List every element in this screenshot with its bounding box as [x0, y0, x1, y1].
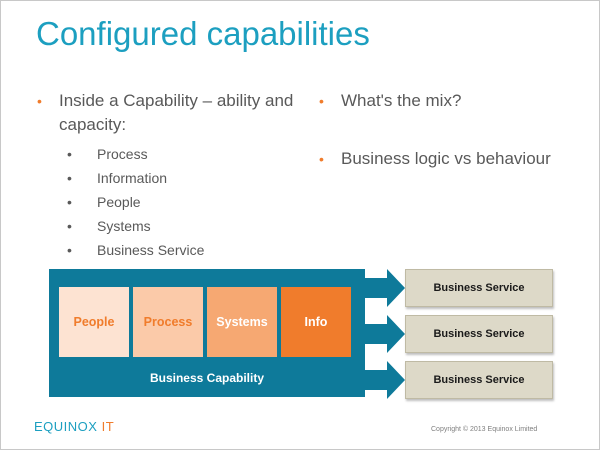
bullet-dot-icon: •	[37, 93, 42, 109]
people-tile: People	[59, 287, 129, 357]
sub-item: • Information	[34, 166, 294, 190]
bullet-item: • Business logic vs behaviour	[316, 147, 586, 171]
equinox-it-logo: EQUINOX IT	[34, 419, 114, 434]
business-service-box: Business Service	[405, 315, 553, 353]
sub-bullet-icon: •	[67, 146, 72, 162]
bullet-text: What's the mix?	[341, 91, 462, 110]
process-tile: Process	[133, 287, 203, 357]
right-column: • What's the mix? • Business logic vs be…	[316, 89, 586, 171]
sub-bullet-icon: •	[67, 242, 72, 258]
info-tile: Info	[281, 287, 351, 357]
sub-bullet-icon: •	[67, 218, 72, 234]
tile-label: Process	[143, 315, 193, 329]
sub-item: • Systems	[34, 214, 294, 238]
left-column: • Inside a Capability – ability and capa…	[34, 89, 294, 262]
tile-label: Systems	[216, 315, 268, 329]
business-capability-box: People Process Systems Info Business Cap…	[49, 269, 365, 397]
arrow-right-icon	[365, 361, 405, 399]
sub-item: • Business Service	[34, 238, 294, 262]
sub-item-text: Process	[97, 146, 148, 162]
bullet-item: • Inside a Capability – ability and capa…	[34, 89, 294, 137]
arrow-right-icon	[365, 315, 405, 353]
business-capability-label: Business Capability	[149, 371, 265, 385]
sub-item-text: Business Service	[97, 242, 205, 258]
logo-suffix-text: IT	[97, 419, 115, 434]
sub-item: • Process	[34, 142, 294, 166]
arrow-right-icon	[365, 269, 405, 307]
sub-bullet-icon: •	[67, 170, 72, 186]
bullet-text: Inside a Capability – ability and capaci…	[59, 91, 294, 134]
business-service-box: Business Service	[405, 361, 553, 399]
tile-label: People	[73, 315, 115, 329]
logo-main-text: EQUINOX	[34, 419, 98, 434]
sub-item-text: Information	[97, 170, 168, 186]
sub-item: • People	[34, 190, 294, 214]
tile-label: Info	[304, 315, 328, 329]
business-service-box: Business Service	[405, 269, 553, 307]
bullet-text: Business logic vs behaviour	[341, 149, 551, 168]
sub-item-text: Systems	[97, 218, 151, 234]
slide-title: Configured capabilities	[36, 15, 370, 52]
bullet-dot-icon: •	[319, 151, 324, 167]
sub-item-text: People	[97, 194, 141, 210]
sub-bullet-icon: •	[67, 194, 72, 210]
bullet-dot-icon: •	[319, 93, 324, 109]
copyright-text: Copyright © 2013 Equinox Limited	[431, 426, 538, 433]
sub-list: • Process • Information • People • Systems •…	[34, 142, 294, 262]
bullet-item: • What's the mix?	[316, 89, 586, 113]
systems-tile: Systems	[207, 287, 277, 357]
